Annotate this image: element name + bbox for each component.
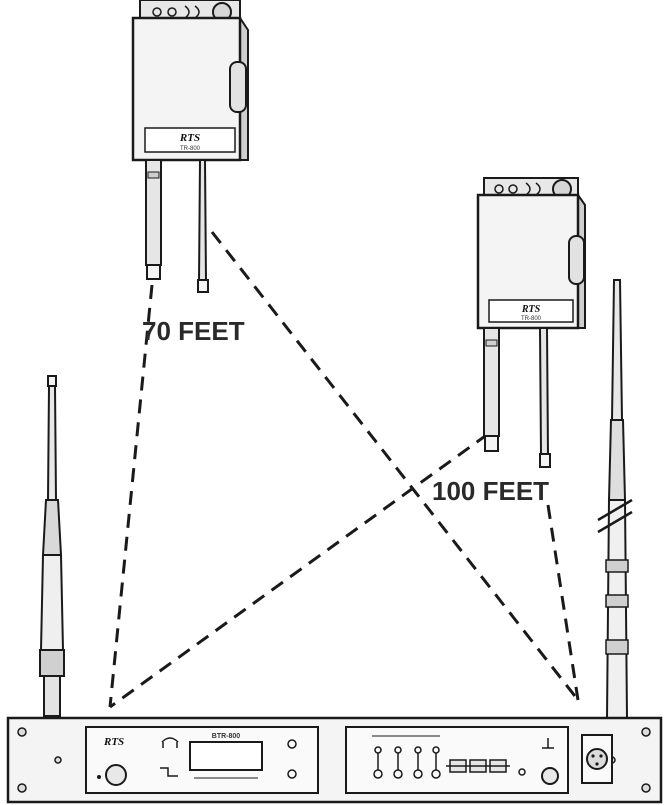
talk-switch-icon <box>160 767 178 777</box>
down-button-icon <box>287 769 297 779</box>
channel-indicators <box>373 746 441 779</box>
mic-icon <box>542 738 554 749</box>
beltpack-left-model: TR-800 <box>180 146 201 152</box>
antenna-break-mark-2 <box>597 510 633 534</box>
antenna-break-mark-1 <box>597 498 633 522</box>
base-antenna-right <box>597 279 633 719</box>
rack-screw-icon <box>17 727 27 737</box>
beltpack-left-whip-antenna <box>197 159 208 283</box>
talk-button-icon <box>541 767 559 785</box>
beltpack-right-whip-antenna <box>538 327 550 456</box>
base-antenna-left <box>39 375 65 717</box>
rack-screw-icon <box>641 727 651 737</box>
volume-knob-icon <box>105 764 127 786</box>
beltpack-left-brand: RTS <box>179 132 200 144</box>
intercom-connectors <box>446 759 510 773</box>
beltpack-right-model: TR-800 <box>521 316 542 322</box>
rack-screw-icon <box>641 783 651 793</box>
range-line-left-pack-to-right-antenna <box>210 231 580 701</box>
distance-label-100: 100 FEET <box>432 476 549 506</box>
range-lines <box>108 231 580 709</box>
range-line-right-pack-to-right-antenna <box>546 504 580 701</box>
headset-icon <box>161 737 179 748</box>
indicator-led-icon <box>518 768 526 776</box>
rack-screw-icon <box>17 783 27 793</box>
up-button-icon <box>287 739 297 749</box>
xlr-connector-icon <box>586 748 608 770</box>
range-line-left-pack-to-left-antenna <box>108 284 154 708</box>
base-station: RTS BTR-800 <box>6 716 663 804</box>
beltpack-right-brand: RTS <box>521 304 541 315</box>
range-line-right-pack-to-left-antenna <box>109 432 489 709</box>
lcd-display <box>189 741 263 771</box>
base-station-model: BTR-800 <box>212 733 241 740</box>
beltpack-right: RTS TR-800 <box>476 177 586 468</box>
base-station-brand: RTS <box>103 736 124 748</box>
beltpack-left: RTS TR-800 <box>131 0 249 293</box>
distance-label-70: 70 FEET <box>142 316 245 346</box>
